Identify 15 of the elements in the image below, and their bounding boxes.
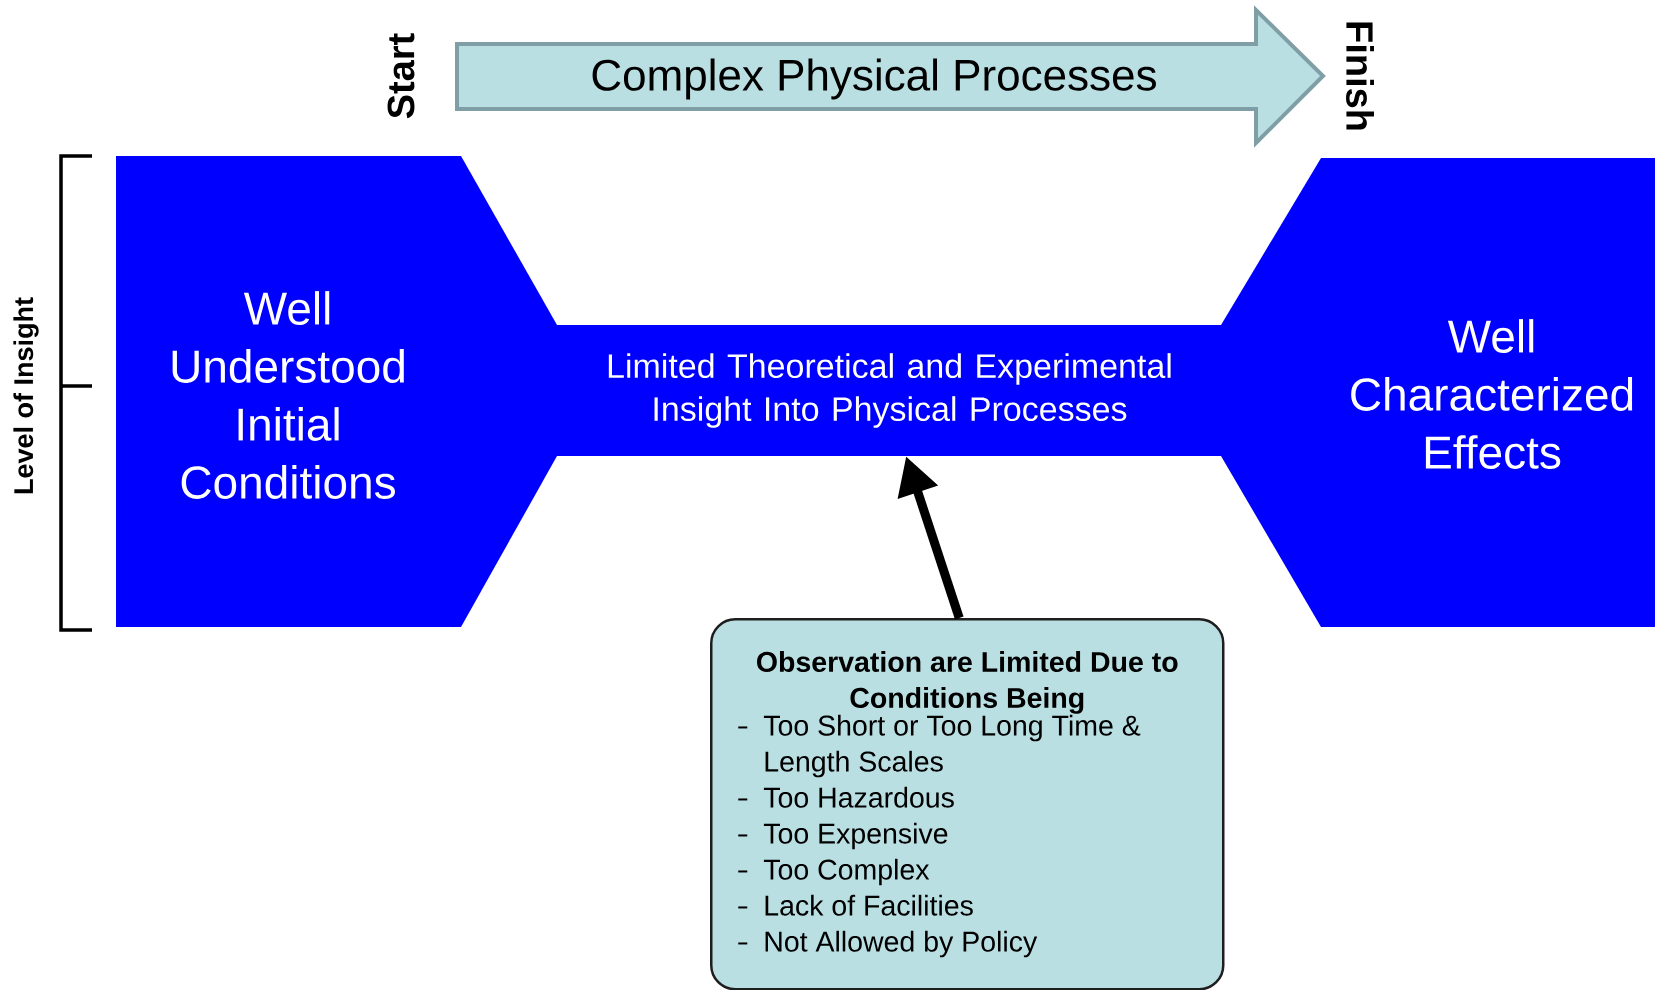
start-block: Well Understood Initial Conditions <box>116 156 557 627</box>
list-item: Too Hazardous <box>737 786 954 808</box>
axis-label: Level of Insight <box>13 297 39 494</box>
list-item: Not Allowed by Policy <box>737 930 1038 958</box>
finish-label: Finish <box>1346 22 1374 130</box>
box-heading: Observation are Limited Due to Conditions Being <box>757 651 1178 714</box>
list-item: Too Complex <box>737 858 930 886</box>
list-item: Too Short or Too Long Time & Length Scales <box>737 714 1141 778</box>
end-block: Well Characterized Effects <box>1221 158 1655 627</box>
callout-box <box>710 618 1225 990</box>
insight-band: Limited Theoretical and Experimental Insight Into Physical Processes <box>556 325 1223 456</box>
start-label: Start <box>387 33 415 119</box>
list-item: Too Expensive <box>737 822 948 850</box>
list-item: Lack of Facilities <box>737 894 973 916</box>
node-label: Limited Theoretical and Experimental Insight Into Physical Processes <box>608 353 1171 428</box>
